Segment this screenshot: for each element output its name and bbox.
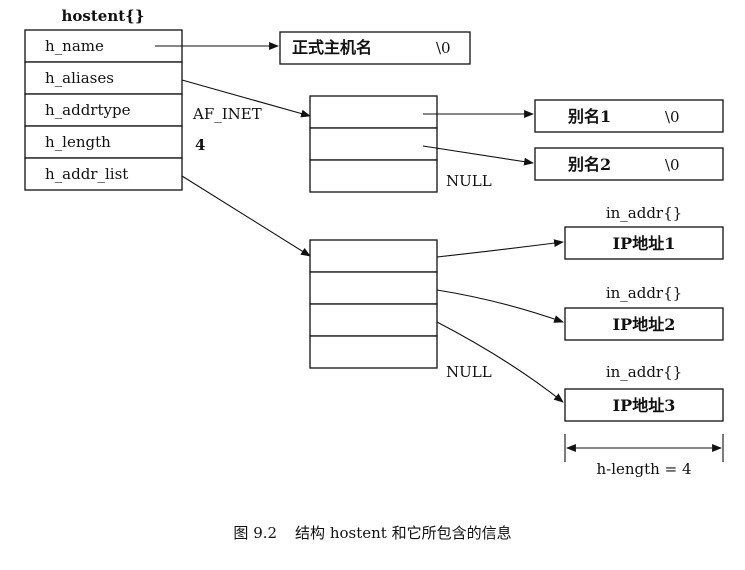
official-name-label: 正式主机名 — [292, 38, 372, 57]
alias-2-label: 别名2 — [567, 155, 611, 174]
in-addr-1-label: IP地址1 — [613, 234, 676, 253]
alias-pointer-1 — [309, 95, 438, 129]
field-h-addrtype: h_addrtype — [45, 101, 131, 119]
figure-caption: 图 9.2 结构 hostent 和它所包含的信息 — [0, 522, 745, 543]
hostent-struct: h_name h_aliases h_addrtype h_length h_a… — [24, 29, 183, 191]
addr-pointer-1 — [309, 239, 438, 273]
field-h-name: h_name — [45, 37, 104, 55]
official-name-box — [279, 31, 471, 65]
alias-1-box — [534, 99, 724, 133]
in-addr-1-box — [564, 226, 724, 260]
in-addr-2-box — [564, 307, 724, 341]
official-name-terminator: \0 — [436, 39, 451, 57]
alias-2-terminator: \0 — [665, 156, 680, 174]
addrtype-value: AF_INET — [192, 105, 262, 123]
alias-pointer-2 — [309, 127, 438, 161]
in-addr-1-title: in_addr{} — [606, 204, 682, 222]
addr-3-arrow — [436, 321, 564, 403]
field-h-aliases: h_aliases — [45, 69, 114, 87]
h-length-dimension — [564, 434, 724, 462]
addr-pointer-null — [309, 335, 438, 369]
addr-pointer-array — [309, 239, 438, 369]
caption-number: 图 9.2 — [233, 524, 278, 542]
hostent-title: hostent{} — [62, 7, 145, 25]
addr-pointer-2 — [309, 271, 438, 305]
caption-text: 结构 hostent 和它所包含的信息 — [295, 524, 512, 542]
in-addr-2-title: in_addr{} — [606, 284, 682, 302]
addr-pointer-3 — [309, 303, 438, 337]
hostent-row-h-length — [24, 125, 183, 159]
addr-1-arrow — [436, 239, 564, 258]
in-addr-3-box — [564, 388, 724, 422]
in-addr-2-label: IP地址2 — [613, 315, 676, 334]
alias-1-label: 别名1 — [567, 107, 611, 126]
addr-null-label: NULL — [446, 363, 492, 381]
h-addr-list-arrow — [181, 175, 311, 257]
alias-1-terminator: \0 — [665, 108, 680, 126]
hostent-row-h-addr-list — [24, 157, 183, 191]
aliases-null-label: NULL — [446, 172, 492, 190]
h-aliases-arrow — [181, 79, 311, 118]
h-length-measure: h-length = 4 — [596, 460, 691, 478]
alias-2-arrow — [422, 145, 534, 166]
addr-2-arrow — [436, 289, 564, 323]
in-addr-3-title: in_addr{} — [606, 363, 682, 381]
alias-pointer-array — [309, 95, 438, 193]
field-h-length: h_length — [45, 133, 111, 151]
hostent-diagram: hostent{} h_name h_aliases h_addrtype h_… — [24, 7, 724, 478]
alias-pointer-null — [309, 159, 438, 193]
field-h-addr-list: h_addr_list — [45, 165, 128, 183]
in-addr-3-label: IP地址3 — [613, 396, 676, 415]
hostent-row-h-aliases — [24, 61, 183, 95]
length-value: 4 — [195, 136, 205, 154]
alias-2-box — [534, 147, 724, 181]
